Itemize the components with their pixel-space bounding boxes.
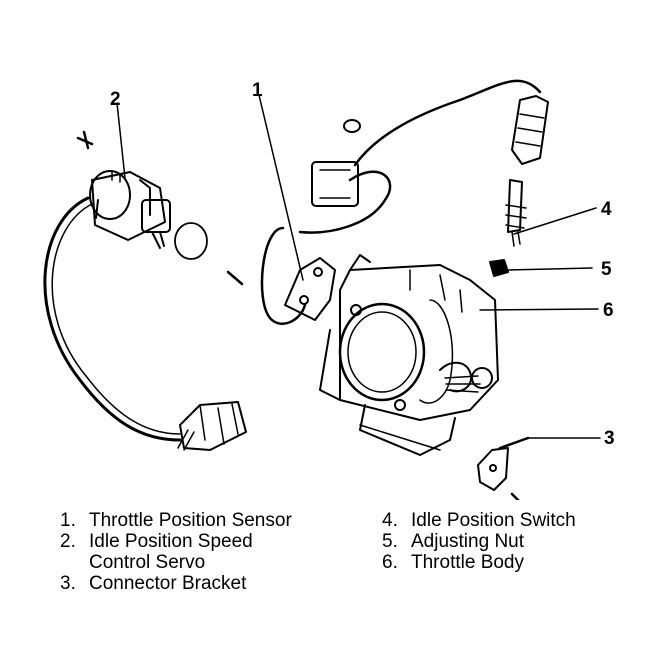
legend-item-3: 3.Connector Bracket (60, 573, 247, 594)
idle-speed-control-servo (76, 130, 208, 260)
connector-bracket (477, 436, 530, 500)
callout-6: 6 (603, 300, 614, 321)
adjusting-nut (489, 259, 509, 277)
throttle-position-sensor (226, 226, 336, 325)
callout-4: 4 (601, 199, 612, 220)
legend-item-1: 1.Throttle Position Sensor (60, 510, 292, 531)
legend-item-4: 4.Idle Position Switch (382, 510, 576, 531)
leader-lines (116, 94, 601, 439)
legend-right: 4.Idle Position Switch 5.Adjusting Nut 6… (382, 510, 576, 573)
throttle-body-exploded-diagram: 1 2 3 4 5 6 (43, 79, 615, 500)
legend-item-2: 2.Idle Position Speed (60, 531, 253, 552)
legend-item-5: 5.Adjusting Nut (382, 531, 525, 552)
callout-2: 2 (110, 89, 121, 110)
servo-wire-harness (43, 196, 247, 451)
callout-5: 5 (601, 259, 612, 280)
legend-item-2-continued: Control Servo (89, 552, 206, 573)
legend-left: 1.Throttle Position Sensor 2.Idle Positi… (60, 510, 292, 594)
idle-position-switch (505, 179, 527, 247)
legend-item-6: 6.Throttle Body (382, 552, 524, 573)
callout-3: 3 (604, 428, 615, 449)
tps-connector (298, 79, 542, 234)
throttle-body (319, 254, 499, 456)
callout-1: 1 (252, 80, 263, 101)
idle-switch-connector (511, 95, 549, 165)
